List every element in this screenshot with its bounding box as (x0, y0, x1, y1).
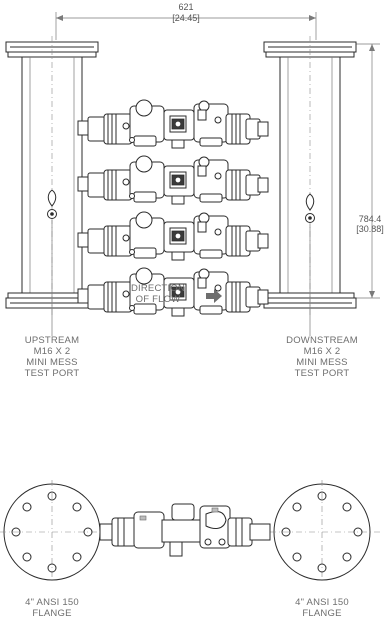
downstream-label-line1: DOWNSTREAM (286, 335, 358, 346)
flow-label-line1: DIRECTION (131, 283, 185, 294)
left-flange-view (0, 480, 104, 584)
right-flange-label: 4" ANSI 150 FLANGE (295, 597, 349, 619)
height-dimension: 784.4 [30.88] (350, 43, 384, 299)
flow-label-line2: OF FLOW (136, 294, 181, 305)
left-flange-label: 4" ANSI 150 FLANGE (25, 597, 79, 619)
height-mm-label: 784.4 (359, 214, 382, 224)
upstream-label-line2: M16 X 2 (34, 346, 71, 357)
bottom-assembly-view (99, 503, 271, 557)
valve-assembly-1 (77, 99, 269, 149)
downstream-label-line4: TEST PORT (295, 368, 350, 379)
valve-assembly-3 (77, 211, 269, 261)
downstream-test-port-icon (305, 193, 315, 223)
downstream-port-label: DOWNSTREAM M16 X 2 MINI MESS TEST PORT (286, 335, 358, 379)
right-flange-label-line2: FLANGE (302, 608, 341, 619)
flow-direction: DIRECTION OF FLOW (131, 283, 222, 305)
upstream-label-line4: TEST PORT (25, 368, 80, 379)
left-flange-label-line1: 4" ANSI 150 (25, 597, 79, 608)
upstream-label-line3: MINI MESS (26, 357, 77, 368)
upstream-test-port-icon (47, 189, 57, 219)
left-flange-label-line2: FLANGE (32, 608, 71, 619)
width-in-label: [24.45] (172, 13, 200, 23)
width-mm-label: 621 (178, 2, 193, 12)
height-in-label: [30.88] (356, 224, 384, 234)
upstream-label-line1: UPSTREAM (25, 335, 79, 346)
downstream-manifold (263, 36, 357, 336)
downstream-label-line3: MINI MESS (296, 357, 347, 368)
flow-arrow-icon (206, 289, 222, 303)
right-flange-view (270, 480, 380, 584)
valve-assembly-2 (77, 155, 269, 205)
width-dimension: 621 [24.45] (55, 2, 317, 40)
upstream-manifold (5, 36, 99, 336)
right-flange-label-line1: 4" ANSI 150 (295, 597, 349, 608)
downstream-label-line2: M16 X 2 (304, 346, 341, 357)
upstream-port-label: UPSTREAM M16 X 2 MINI MESS TEST PORT (25, 335, 80, 379)
